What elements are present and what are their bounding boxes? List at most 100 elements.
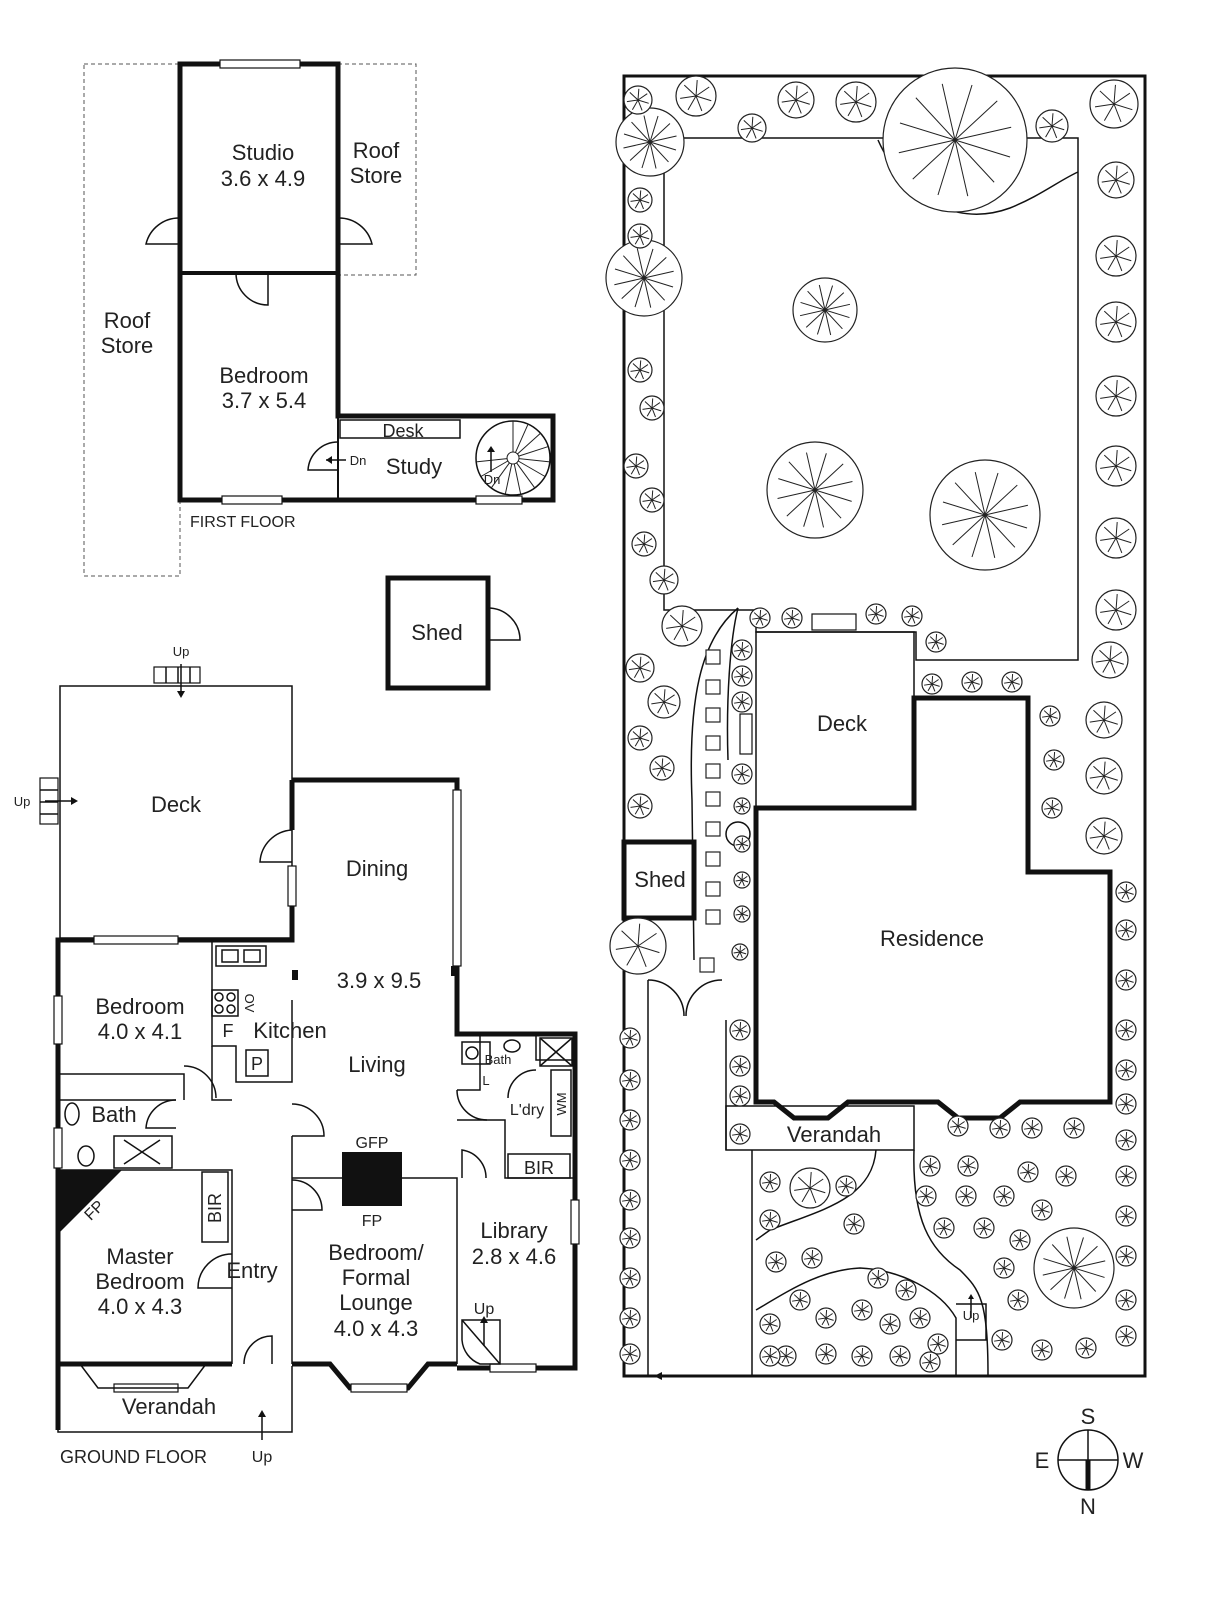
tree-icon <box>915 1185 937 1207</box>
tree-icon <box>1115 1245 1137 1267</box>
bath-window <box>53 1127 63 1169</box>
tree-icon <box>1115 1093 1137 1115</box>
first-floor-walls <box>177 61 556 503</box>
fridge-label: F <box>223 1021 234 1041</box>
pantry-label: P <box>251 1054 263 1074</box>
tree-icon <box>789 1167 831 1209</box>
master-line2: Bedroom <box>95 1269 184 1294</box>
tree-icon <box>919 1155 941 1177</box>
tree-icon <box>1043 749 1065 771</box>
tree-icon <box>733 871 751 889</box>
tree-icon <box>865 603 887 625</box>
ground-floor-plan: Up Up Deck Dining 3.9 x 9.5 Living Kitch… <box>14 644 580 1467</box>
laundry-door <box>456 1089 488 1121</box>
tree-icon <box>1033 1227 1115 1309</box>
tree-icon <box>627 187 653 213</box>
tree-icon <box>1085 701 1123 739</box>
up-arrow-icon <box>487 446 495 452</box>
lounge-bay-window <box>350 1383 408 1393</box>
tree-icon <box>781 607 803 629</box>
tree-icon <box>973 1217 995 1239</box>
living-label: Living <box>348 1052 405 1077</box>
tree-icon <box>1115 1165 1137 1187</box>
tree-icon <box>1007 1289 1029 1311</box>
gf-deck-label: Deck <box>151 792 202 817</box>
tree-icon <box>929 459 1041 571</box>
tree-icon <box>835 1175 857 1197</box>
tree-icon <box>895 1279 917 1301</box>
residence-outline <box>753 695 1113 1121</box>
trees <box>605 67 1139 1373</box>
tree-icon <box>729 1123 751 1145</box>
tree-icon <box>927 1333 949 1355</box>
roof-store-right-line2: Store <box>350 163 403 188</box>
tree-icon <box>1009 1229 1031 1251</box>
small-bath-label: Bath <box>485 1052 512 1067</box>
library-up-label: Up <box>474 1301 495 1318</box>
studio-door-left <box>145 217 181 245</box>
library-size: 2.8 x 4.6 <box>472 1244 556 1269</box>
bath-small-walls <box>535 1034 575 1061</box>
tree-icon <box>1095 235 1137 277</box>
tree-icon <box>731 763 753 785</box>
tree-icon <box>991 1329 1013 1351</box>
tree-icon <box>731 691 753 713</box>
tree-icon <box>631 531 657 557</box>
bedroom-window <box>221 495 283 505</box>
tree-icon <box>759 1209 781 1231</box>
kitchen-label: Kitchen <box>253 1018 326 1043</box>
desk <box>339 419 461 439</box>
fp-label: FP <box>362 1213 382 1230</box>
living-door <box>291 1103 325 1137</box>
tree-icon <box>1095 589 1137 631</box>
studio-label: Studio <box>232 140 294 165</box>
laundry-inner-door <box>507 1069 537 1099</box>
tree-icon <box>882 67 1028 213</box>
stair-down-label: Dn <box>484 472 501 487</box>
deck-steps-top <box>153 666 201 684</box>
tree-icon <box>901 605 923 627</box>
site-deck-steps <box>811 613 857 631</box>
study-label: Study <box>386 454 442 479</box>
verandah-label: Verandah <box>122 1394 216 1419</box>
tree-icon <box>619 1189 641 1211</box>
site-shed-label: Shed <box>634 867 685 892</box>
studio-size: 3.6 x 4.9 <box>221 166 305 191</box>
tree-icon <box>1031 1339 1053 1361</box>
tree-icon <box>777 81 815 119</box>
tree-icon <box>933 1217 955 1239</box>
study-door <box>307 441 339 471</box>
tree-icon <box>1075 1337 1097 1359</box>
tree-icon <box>1063 1117 1085 1139</box>
tree-icon <box>619 1267 641 1289</box>
roof-store-right-line1: Roof <box>353 138 400 163</box>
tree-icon <box>775 1345 797 1367</box>
gf-bedroom-size: 4.0 x 4.1 <box>98 1019 182 1044</box>
roof-store-right-outline <box>338 63 417 276</box>
bedroom-door <box>235 272 269 306</box>
tree-icon <box>619 1027 641 1049</box>
bath-label: Bath <box>91 1102 136 1127</box>
dining-west-window <box>287 865 297 907</box>
shed-walls <box>385 575 491 691</box>
living-size: 3.9 x 9.5 <box>337 968 421 993</box>
bir-laundry <box>507 1153 571 1179</box>
tree-icon <box>1115 919 1137 941</box>
verandah-up-arrow <box>258 1410 266 1417</box>
lounge-north-wall <box>292 1177 458 1364</box>
tree-icon <box>627 793 653 819</box>
east-walls <box>292 777 578 1371</box>
tree-icon <box>625 653 655 683</box>
tree-icon <box>615 107 685 177</box>
ff-bedroom-label: Bedroom <box>219 363 308 388</box>
bathtub <box>113 1135 173 1169</box>
tree-icon <box>1039 705 1061 727</box>
sink <box>215 945 267 967</box>
library-label: Library <box>480 1218 547 1243</box>
tree-icon <box>649 565 679 595</box>
tree-icon <box>1115 969 1137 991</box>
path-left <box>690 607 739 961</box>
tree-icon <box>675 75 717 117</box>
library-door <box>461 1149 487 1179</box>
lounge-door <box>291 1179 323 1211</box>
